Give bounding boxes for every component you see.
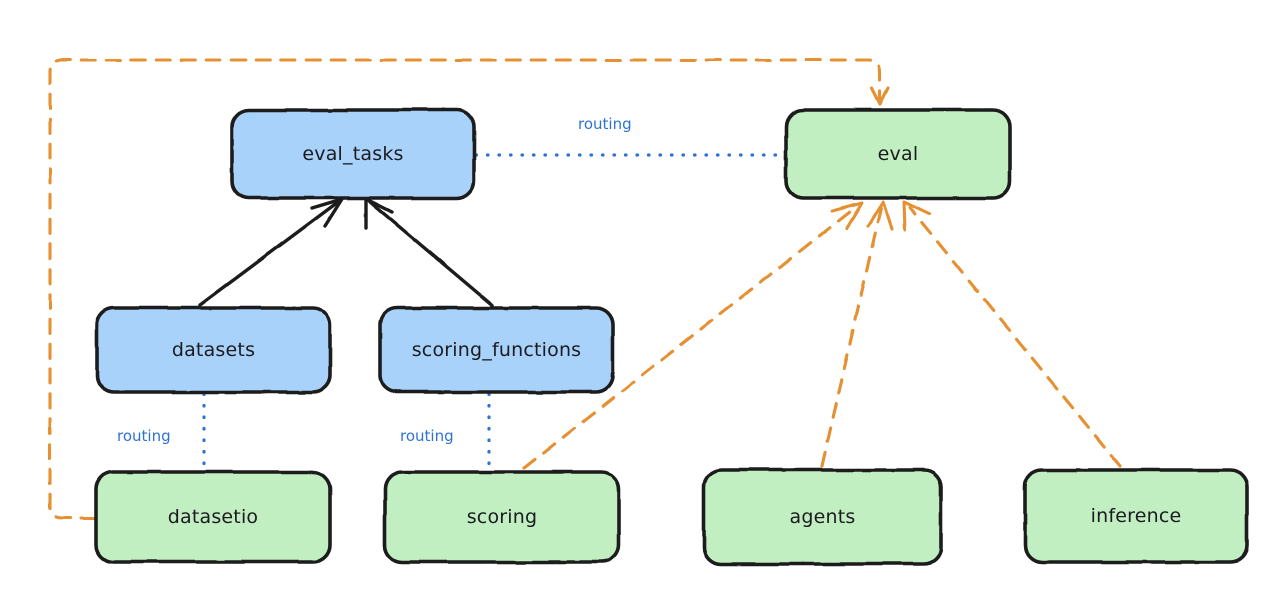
node-datasetio[interactable] xyxy=(94,470,332,564)
node-datasets[interactable] xyxy=(95,306,332,394)
node-eval-tasks[interactable] xyxy=(230,108,476,200)
edge-scoring-eval xyxy=(522,201,864,470)
node-scoring-functions[interactable] xyxy=(378,306,615,394)
edge-scoring-functions-eval-tasks xyxy=(364,197,494,307)
node-scoring[interactable] xyxy=(383,470,621,564)
edge-agents-eval xyxy=(820,200,894,468)
edge-datasets-eval-tasks xyxy=(198,197,344,307)
edge-inference-eval xyxy=(902,200,1122,468)
edges-layer xyxy=(48,58,1122,520)
nodes-layer xyxy=(94,108,1249,566)
node-agents[interactable] xyxy=(702,468,943,566)
node-inference[interactable] xyxy=(1023,468,1249,564)
node-eval[interactable] xyxy=(784,108,1012,200)
edge-datasetio-eval xyxy=(48,58,890,520)
